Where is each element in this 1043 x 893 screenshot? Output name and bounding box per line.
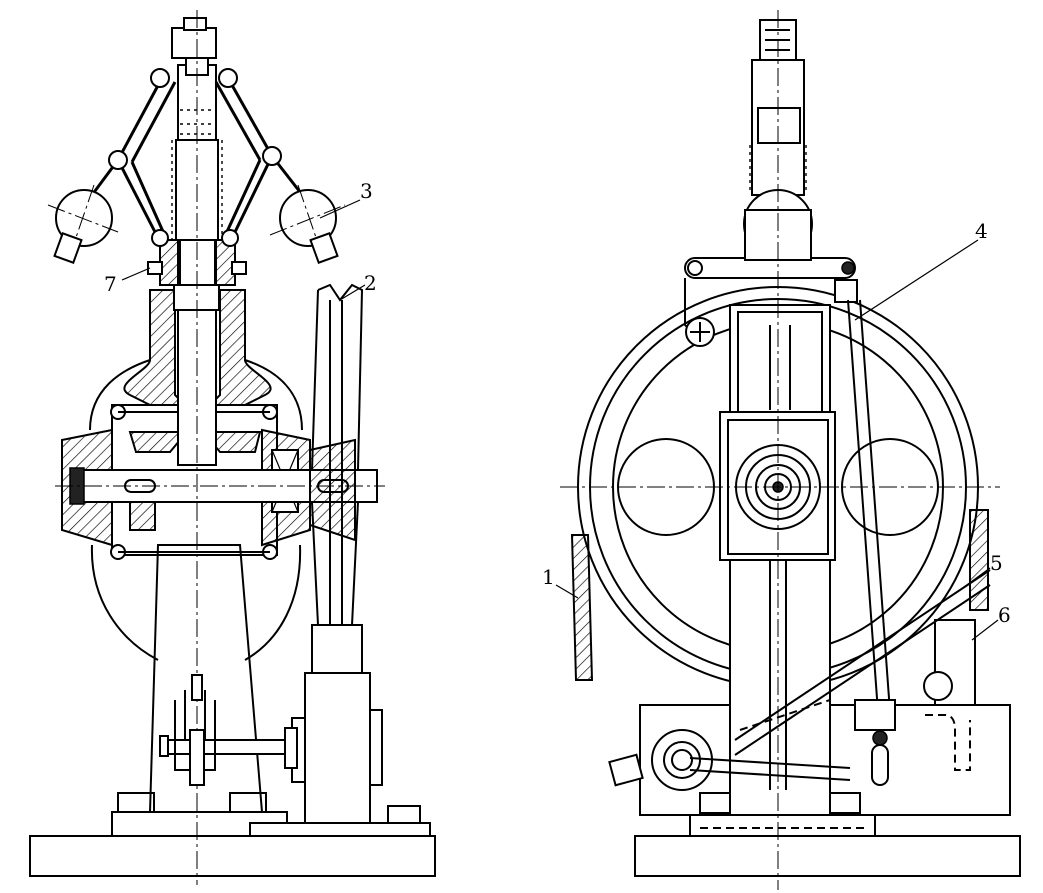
base-bolt xyxy=(829,792,861,814)
pedestal-column xyxy=(149,544,263,813)
leader-3 xyxy=(319,199,361,219)
spindle-cap-top xyxy=(183,17,207,31)
label-4: 4 xyxy=(975,219,988,243)
side-guard xyxy=(969,509,989,611)
base-plate-left xyxy=(29,835,436,877)
label-1: 1 xyxy=(542,565,555,589)
leader-7 xyxy=(121,267,151,281)
arm-pivot xyxy=(150,68,170,88)
lever-link-end xyxy=(834,279,858,303)
base-bolt xyxy=(699,792,731,814)
label-2: 2 xyxy=(364,271,377,295)
arm-pivot xyxy=(221,229,239,247)
item-1-guard-plate xyxy=(570,534,594,681)
arm-pivot xyxy=(262,146,282,166)
pulley-hub xyxy=(309,438,356,542)
right-view xyxy=(560,10,1021,890)
hidden-passage xyxy=(925,714,971,771)
rod-coupling xyxy=(284,727,298,769)
arm-pivot xyxy=(108,150,128,170)
base-bolt xyxy=(387,805,421,824)
link-block xyxy=(854,699,896,731)
spindle-cap xyxy=(171,27,217,59)
push-rod xyxy=(847,299,879,713)
left-view xyxy=(29,10,436,885)
lower-link xyxy=(689,757,851,769)
flyball-weight-nut xyxy=(53,232,83,264)
roller xyxy=(923,671,953,701)
leader-2 xyxy=(339,284,366,301)
motor-flange xyxy=(369,709,383,786)
motor-foot-plate xyxy=(249,822,431,837)
label-7: 7 xyxy=(104,272,117,296)
base-bolt xyxy=(229,792,267,813)
motor-body xyxy=(304,672,371,824)
base-bolt xyxy=(117,792,155,813)
flyball-right xyxy=(279,189,337,247)
arm-pivot xyxy=(218,68,238,88)
leader-4 xyxy=(854,239,979,321)
drive-rod xyxy=(164,739,296,755)
leader-6 xyxy=(971,619,999,641)
pulley-rim-top xyxy=(317,283,364,471)
casing-lower-arc xyxy=(90,544,159,661)
item-6-box xyxy=(934,619,976,706)
bushing xyxy=(231,261,247,275)
base-step xyxy=(689,814,876,837)
link-pivot xyxy=(872,730,888,746)
motor-neck xyxy=(311,624,363,674)
item-7-bushing xyxy=(147,261,163,275)
label-3: 3 xyxy=(360,179,373,203)
flyball-left xyxy=(55,189,113,247)
rod-end xyxy=(871,744,889,786)
base-plate-right xyxy=(634,835,1021,877)
casing-lower-arc xyxy=(244,544,302,661)
flyball-weight-nut xyxy=(309,232,339,264)
crank-link xyxy=(189,729,205,786)
label-6: 6 xyxy=(998,603,1011,627)
leader-5 xyxy=(959,567,991,591)
crank-pin xyxy=(191,674,203,701)
spindle-block xyxy=(757,107,801,144)
arm-pivot xyxy=(151,229,169,247)
leader-1 xyxy=(555,584,579,599)
callouts: 3 2 7 4 1 5 6 xyxy=(104,179,1011,641)
lower-nut xyxy=(608,753,644,787)
label-5: 5 xyxy=(990,551,1003,575)
